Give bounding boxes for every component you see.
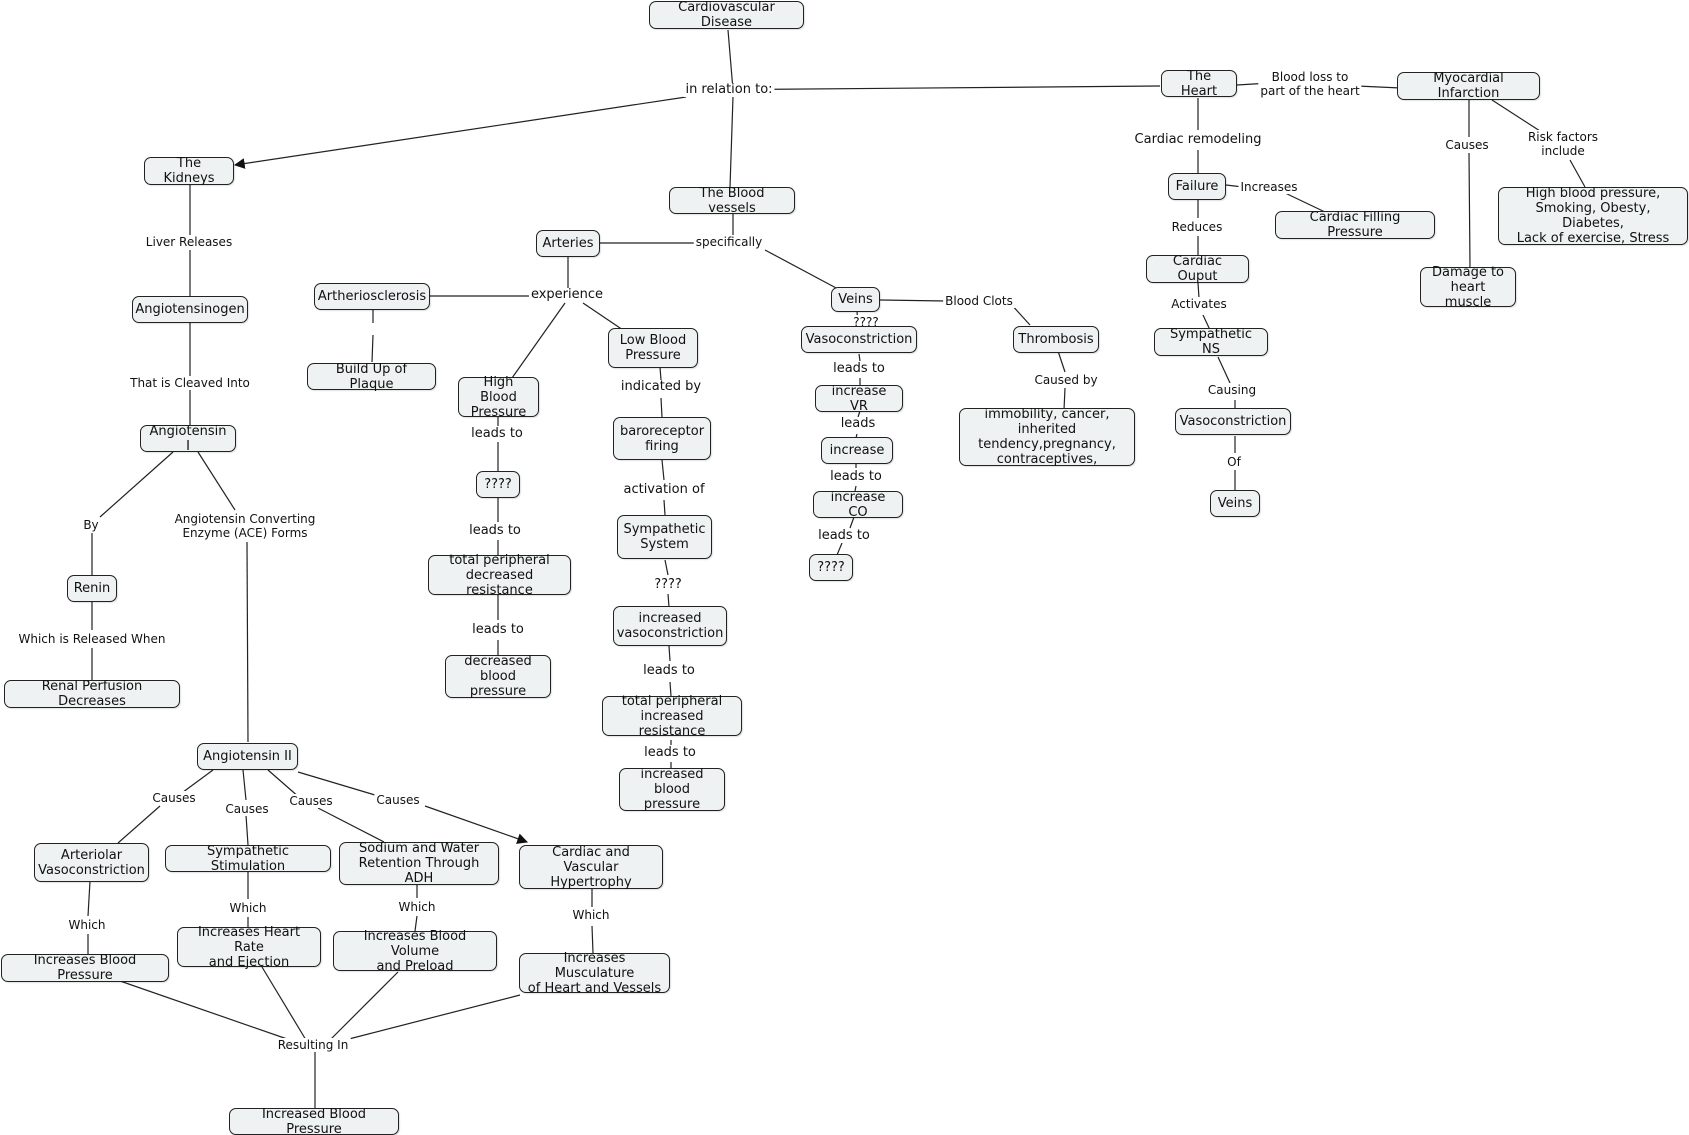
node-angiotensin-i: Angiotensin I xyxy=(140,424,236,454)
node-failure: Failure xyxy=(1168,173,1226,200)
node-increased-vasoconstriction: increased vasoconstriction xyxy=(613,606,727,646)
label-indicated-by: indicated by xyxy=(618,379,704,394)
label-increases: Increases xyxy=(1238,180,1300,194)
node-increases-blood-volume: Increases Blood Volume and Preload xyxy=(333,929,497,974)
node-build-up-of-plaque: Build Up of Plaque xyxy=(307,362,436,392)
node-tpr-increased: total peripheral increased resistance xyxy=(602,694,742,739)
node-veins-heart: Veins xyxy=(1210,490,1260,517)
node-angiotensinogen: Angiotensinogen xyxy=(132,296,248,323)
node-arteries: Arteries xyxy=(536,230,600,257)
label-of: Of xyxy=(1225,455,1243,469)
node-decreased-blood-pressure: decreased blood pressure xyxy=(445,654,551,699)
node-renal-perfusion: Renal Perfusion Decreases xyxy=(4,679,180,709)
node-vasoconstriction-veins: Vasoconstriction xyxy=(801,326,917,353)
node-myocardial-infarction: Myocardial Infarction xyxy=(1397,71,1540,101)
label-unknown-3: ???? xyxy=(851,315,881,329)
label-activation-of: activation of xyxy=(621,482,707,497)
label-blood-loss: Blood loss to part of the heart xyxy=(1258,70,1362,98)
node-sodium-water-retention: Sodium and Water Retention Through ADH xyxy=(339,841,499,886)
label-ace-forms: Angiotensin Converting Enzyme (ACE) Form… xyxy=(172,512,318,540)
label-which-1: Which xyxy=(66,918,108,932)
label-leads-to-2: leads to xyxy=(467,523,523,538)
label-unknown-2: ???? xyxy=(652,577,684,592)
node-sympathetic-stimulation: Sympathetic Stimulation xyxy=(165,844,331,874)
node-increased-blood-pressure: Increased Blood Pressure xyxy=(229,1107,399,1135)
label-leads-to-1: leads to xyxy=(469,426,525,441)
node-cardiovascular-disease: Cardiovascular Disease xyxy=(649,0,804,30)
node-cardiac-vascular-hypertrophy: Cardiac and Vascular Hypertrophy xyxy=(519,845,663,890)
label-leads-to-3: leads to xyxy=(470,622,526,637)
label-cleaved-into: That is Cleaved Into xyxy=(128,376,252,390)
node-sympathetic-system: Sympathetic System xyxy=(617,515,712,559)
node-increase-vr: increase VR xyxy=(815,384,903,414)
label-leads-to-5: leads to xyxy=(642,745,698,760)
node-unknown-4: ???? xyxy=(809,554,853,581)
node-high-blood-pressure: High Blood Pressure xyxy=(458,375,539,420)
node-vasoconstriction-heart: Vasoconstriction xyxy=(1175,408,1291,435)
label-released-when: Which is Released When xyxy=(16,632,168,646)
node-thrombosis-causes: immobility, cancer, inherited tendency,p… xyxy=(959,407,1135,467)
node-damage-heart-muscle: Damage to heart muscle xyxy=(1420,265,1516,310)
node-increase-co: increase CO xyxy=(813,490,903,520)
label-causes-4: Causes xyxy=(374,793,422,807)
label-leads-to-4: leads to xyxy=(641,663,697,678)
label-leads-to-7: leads to xyxy=(828,469,884,484)
label-in-relation-to: in relation to: xyxy=(683,82,775,97)
label-mi-causes: Causes xyxy=(1443,138,1491,152)
label-activates: Activates xyxy=(1169,297,1229,311)
label-caused-by: Caused by xyxy=(1032,373,1100,387)
node-unknown-1: ???? xyxy=(476,471,520,498)
label-causes-2: Causes xyxy=(223,802,271,816)
node-cardiac-filling-pressure: Cardiac Filling Pressure xyxy=(1275,210,1435,240)
label-which-4: Which xyxy=(570,908,612,922)
label-causes-1: Causes xyxy=(150,791,198,805)
node-the-heart: The Heart xyxy=(1161,69,1237,99)
node-sympathetic-ns: Sympathetic NS xyxy=(1154,327,1268,357)
node-arteriolar-vasoconstriction: Arteriolar Vasoconstriction xyxy=(34,843,149,882)
node-the-kidneys: The Kidneys xyxy=(144,156,234,186)
label-by: By xyxy=(81,518,101,532)
label-reduces: Reduces xyxy=(1169,220,1225,234)
label-which-3: Which xyxy=(396,900,438,914)
node-increased-blood-pressure-2: increased blood pressure xyxy=(619,767,725,812)
label-experience: experience xyxy=(528,287,606,302)
node-increases-musculature: Increases Musculature of Heart and Vesse… xyxy=(519,951,670,996)
label-leads-to-8: leads to xyxy=(816,528,872,543)
node-thrombosis: Thrombosis xyxy=(1013,326,1099,353)
label-which-2: Which xyxy=(227,901,269,915)
node-baroreceptor-firing: baroreceptor firing xyxy=(613,417,711,460)
label-liver-releases: Liver Releases xyxy=(143,235,235,249)
node-risk-factor-list: High blood pressure, Smoking, Obesty, Di… xyxy=(1498,186,1688,246)
label-causes-3: Causes xyxy=(287,794,335,808)
node-artheriosclerosis: Artheriosclerosis xyxy=(314,283,430,310)
label-resulting-in: Resulting In xyxy=(275,1038,351,1052)
label-blood-clots: Blood Clots xyxy=(943,294,1015,308)
node-the-blood-vessels: The Blood vessels xyxy=(669,186,795,216)
label-cardiac-remodeling: Cardiac remodeling xyxy=(1132,132,1264,147)
node-renin: Renin xyxy=(67,575,117,602)
node-increase: increase xyxy=(821,437,893,464)
node-increases-heart-rate: Increases Heart Rate and Ejection xyxy=(177,925,321,970)
node-angiotensin-ii: Angiotensin II xyxy=(197,743,298,770)
node-increases-blood-pressure: Increases Blood Pressure xyxy=(1,953,169,983)
node-veins: Veins xyxy=(831,287,880,312)
label-specifically: specifically xyxy=(693,235,765,249)
node-low-blood-pressure: Low Blood Pressure xyxy=(608,328,698,368)
label-leads-to-6: leads to xyxy=(831,361,887,376)
node-cardiac-output: Cardiac Ouput xyxy=(1146,254,1249,284)
label-risk-factors: Risk factors include xyxy=(1525,130,1601,158)
node-tpr-decreased: total peripheral decreased resistance xyxy=(428,553,571,598)
label-causing: Causing xyxy=(1205,383,1259,397)
label-leads: leads xyxy=(838,416,878,431)
